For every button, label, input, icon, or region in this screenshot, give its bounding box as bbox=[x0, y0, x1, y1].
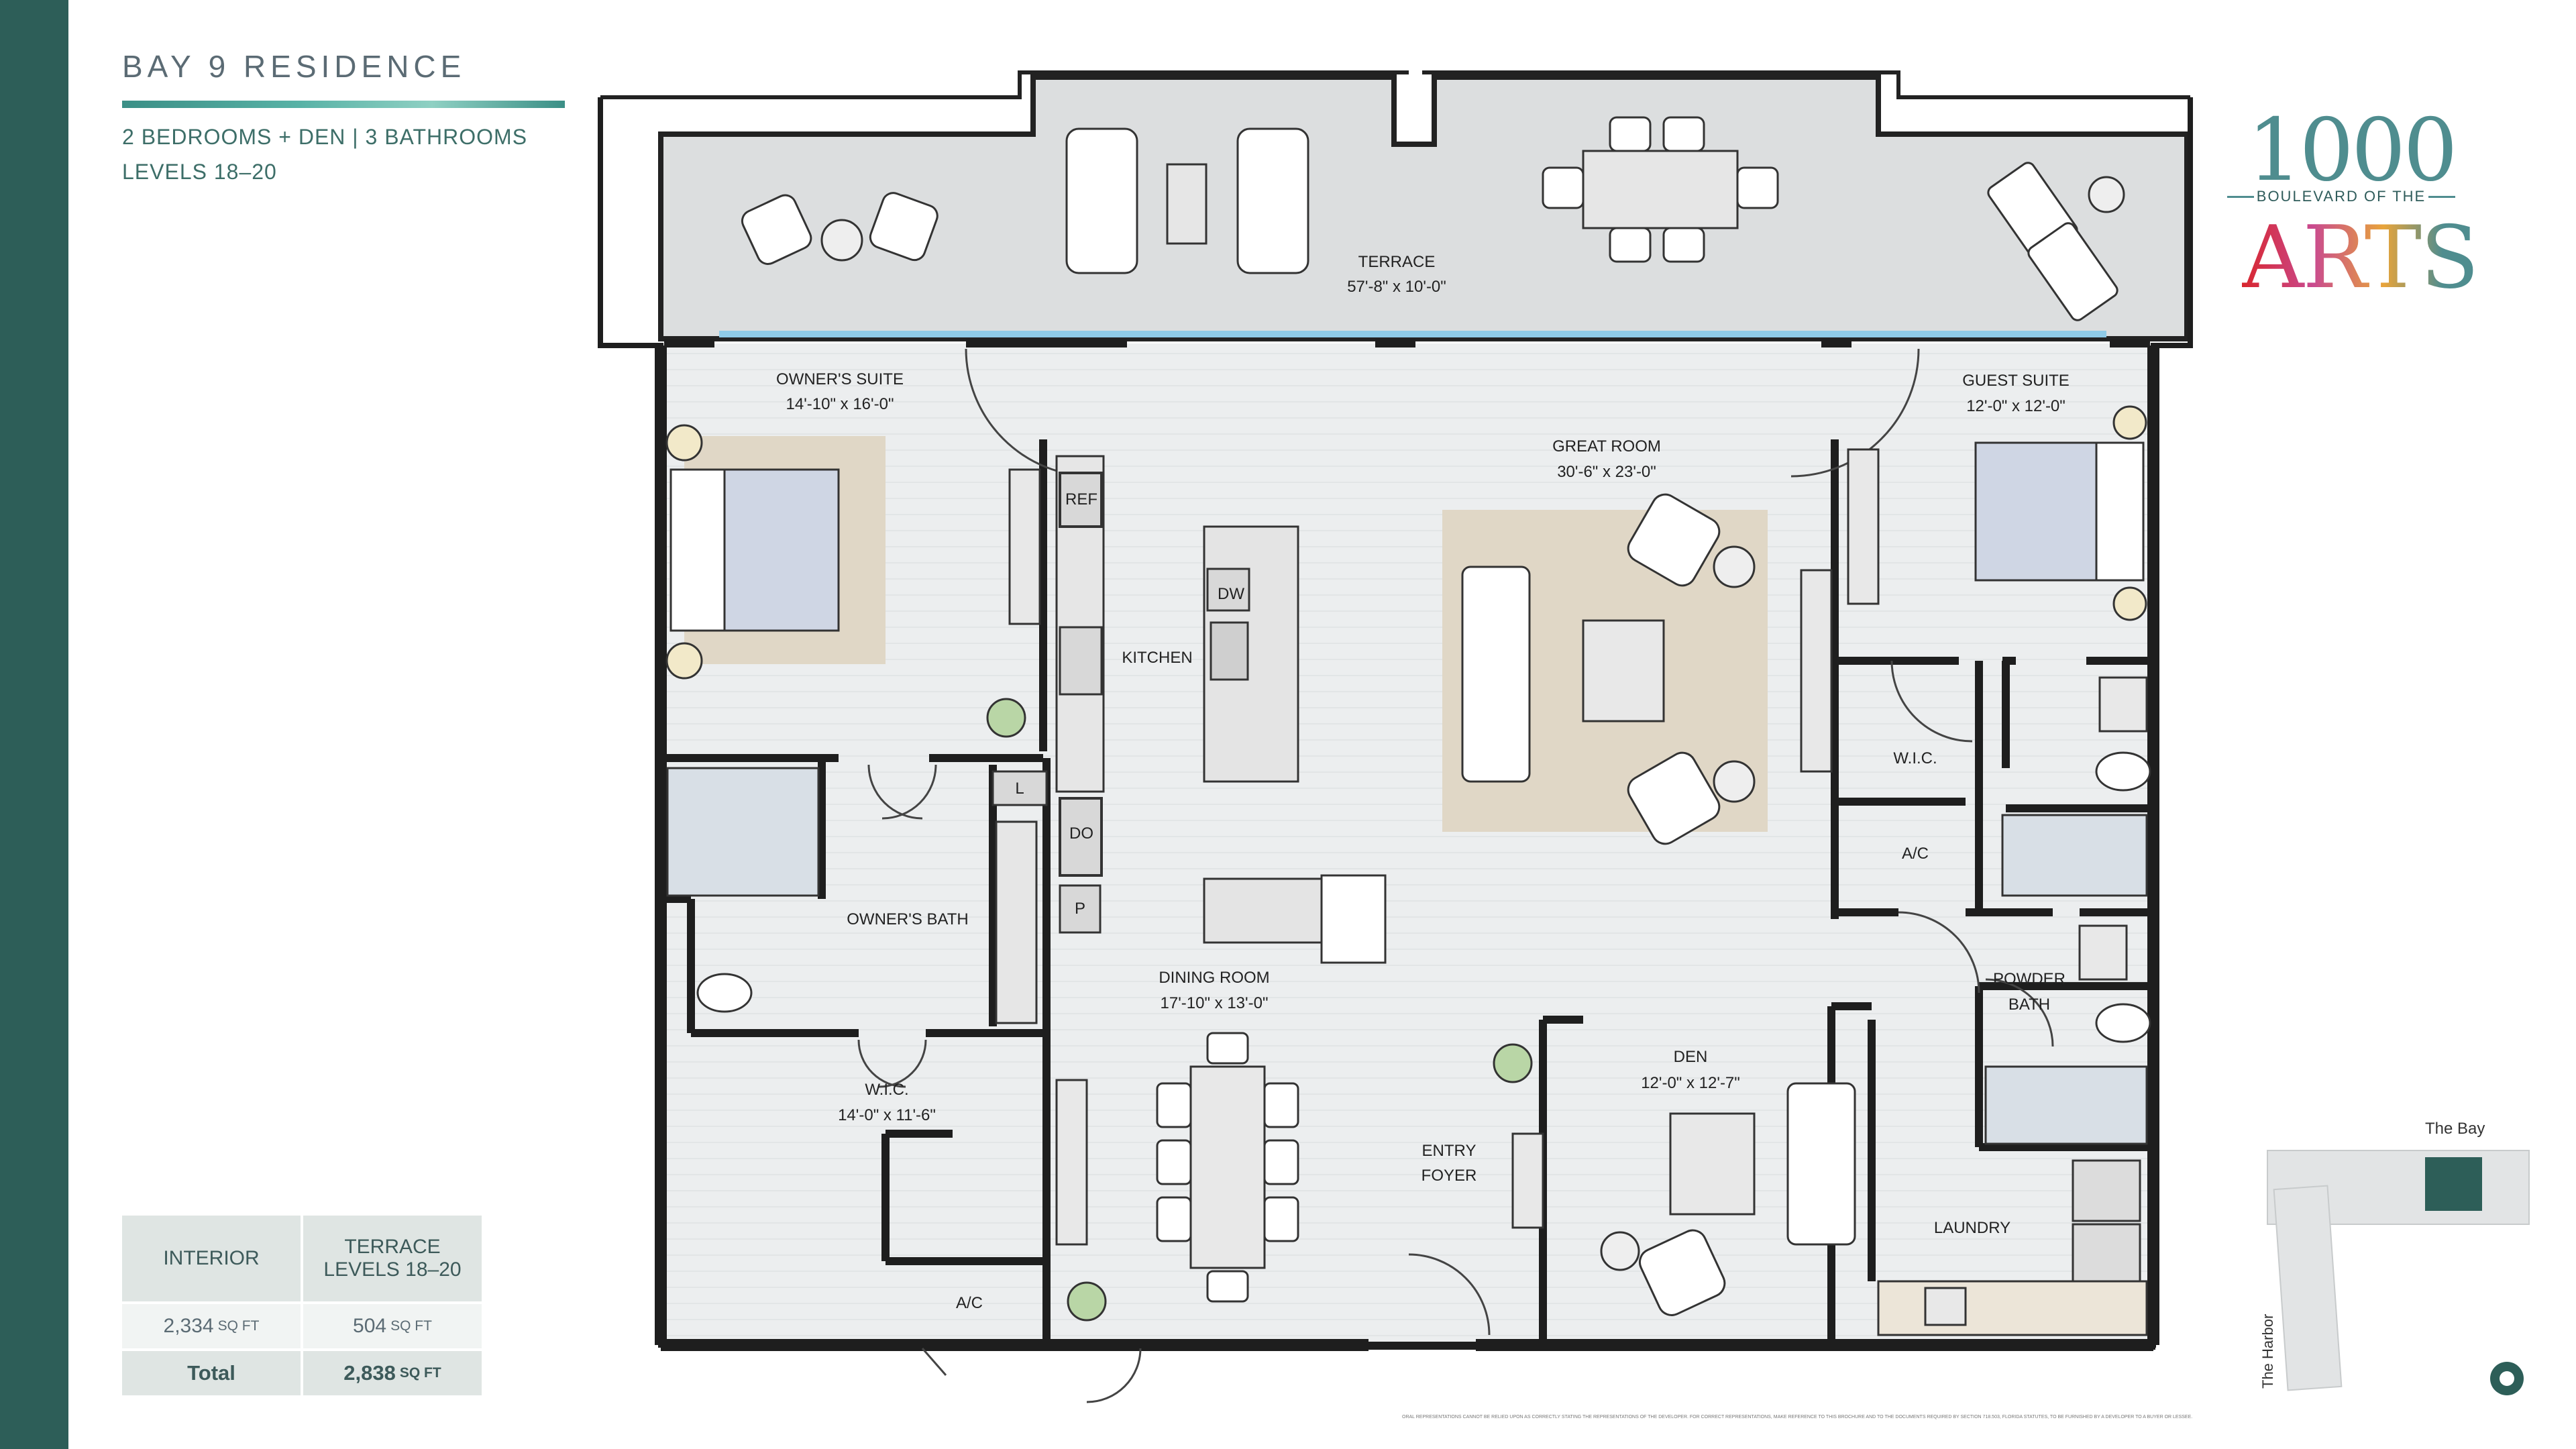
terrace-header-line2: LEVELS 18–20 bbox=[323, 1258, 462, 1281]
harbor-label: The Harbor bbox=[2259, 1314, 2276, 1389]
den-dims: 12'-0" x 12'-7" bbox=[1641, 1074, 1740, 1092]
great-room-dims: 30'-6" x 23'-0" bbox=[1557, 463, 1656, 481]
sidebar-band bbox=[0, 0, 68, 1449]
south-wall bbox=[661, 1342, 2155, 1350]
interior-area-unit: SQ FT bbox=[217, 1318, 260, 1334]
logo-tagline: BOULEVARD OF THE bbox=[2256, 188, 2426, 205]
terrace-area-unit: SQ FT bbox=[390, 1318, 432, 1334]
p-label: P bbox=[1075, 900, 1085, 918]
laundry-label: LAUNDRY bbox=[1934, 1219, 2010, 1237]
living-area bbox=[1442, 493, 1833, 845]
key-map-highlight bbox=[2425, 1157, 2482, 1211]
logo-word-text: ARTS bbox=[2242, 208, 2479, 308]
compass-icon bbox=[2490, 1362, 2524, 1395]
brand-logo: 1000 BOULEVARD OF THE ARTS bbox=[2227, 101, 2479, 308]
dw-label: DW bbox=[1218, 585, 1244, 603]
ac-guest-label: A/C bbox=[1902, 845, 1929, 863]
unit-summary: 2 BEDROOMS + DEN | 3 BATHROOMS bbox=[122, 125, 528, 149]
guest-bed bbox=[1847, 405, 2147, 621]
logo-word: ARTS bbox=[2242, 208, 2479, 308]
owners-suite-dims: 14'-10" x 16'-0" bbox=[786, 395, 894, 413]
unit-levels: LEVELS 18–20 bbox=[122, 160, 277, 184]
door-swings bbox=[857, 348, 2054, 1403]
entry-label: ENTRY bbox=[1422, 1142, 1477, 1160]
dining-label: DINING ROOM bbox=[1159, 969, 1269, 987]
guest-suite-dims: 12'-0" x 12'-0" bbox=[1966, 397, 2065, 415]
dining-set bbox=[986, 698, 1299, 1322]
terrace-area-value: 504 bbox=[353, 1315, 387, 1337]
terrace-header-line1: TERRACE bbox=[344, 1236, 441, 1258]
guest-suite-label: GUEST SUITE bbox=[1962, 372, 2070, 390]
kitchen-label: KITCHEN bbox=[1122, 649, 1192, 667]
ref-label: REF bbox=[1065, 490, 1097, 508]
den-label: DEN bbox=[1674, 1048, 1708, 1066]
interior-floor bbox=[664, 343, 2150, 1343]
terrace-dims: 57'-8" x 10'-0" bbox=[1347, 278, 1446, 296]
bath-label: BATH bbox=[2008, 996, 2050, 1014]
owners-bed bbox=[665, 424, 1041, 680]
terrace bbox=[600, 70, 2190, 341]
key-map: The Bay The Harbor bbox=[2259, 1120, 2530, 1391]
bath-fixtures bbox=[666, 676, 2151, 1145]
bay-label: The Bay bbox=[2425, 1120, 2485, 1138]
l-label: L bbox=[1015, 780, 1024, 798]
logo-number: 1000 bbox=[2247, 101, 2458, 201]
guest-wic-label: W.I.C. bbox=[1893, 749, 1937, 767]
dining-dims: 17'-10" x 13'-0" bbox=[1161, 994, 1269, 1012]
total-area-unit: SQ FT bbox=[399, 1365, 441, 1381]
logo-rule-right bbox=[2428, 196, 2455, 198]
laundry-fixtures bbox=[1877, 1159, 2148, 1336]
page-title: BAY 9 RESIDENCE bbox=[122, 49, 466, 84]
owners-wic-label: W.I.C. bbox=[865, 1081, 908, 1099]
interior-area-value: 2,334 bbox=[163, 1315, 214, 1337]
do-label: DO bbox=[1069, 824, 1093, 843]
owners-bath-label: OWNER'S BATH bbox=[847, 910, 968, 928]
powder-label: POWDER bbox=[1993, 970, 2065, 988]
logo-rule-left bbox=[2227, 196, 2254, 198]
legal-disclaimer: ORAL REPRESENTATIONS CANNOT BE RELIED UP… bbox=[1402, 1415, 2193, 1419]
table-header-interior: INTERIOR bbox=[121, 1214, 302, 1303]
owners-suite-label: OWNER'S SUITE bbox=[776, 370, 904, 388]
foyer-label: FOYER bbox=[1421, 1167, 1477, 1185]
ac-owner-label: A/C bbox=[956, 1294, 983, 1312]
den-furniture bbox=[1493, 1043, 1856, 1316]
terrace-label: TERRACE bbox=[1358, 253, 1436, 271]
interior-walls bbox=[664, 339, 2150, 1342]
total-label: Total bbox=[121, 1350, 302, 1397]
total-area-value: 2,838 bbox=[343, 1361, 396, 1385]
great-room-label: GREAT ROOM bbox=[1552, 437, 1661, 455]
kitchen-fixtures bbox=[991, 455, 1387, 1024]
owners-wic-dims: 14'-0" x 11'-6" bbox=[838, 1106, 936, 1124]
title-underline bbox=[122, 101, 565, 108]
